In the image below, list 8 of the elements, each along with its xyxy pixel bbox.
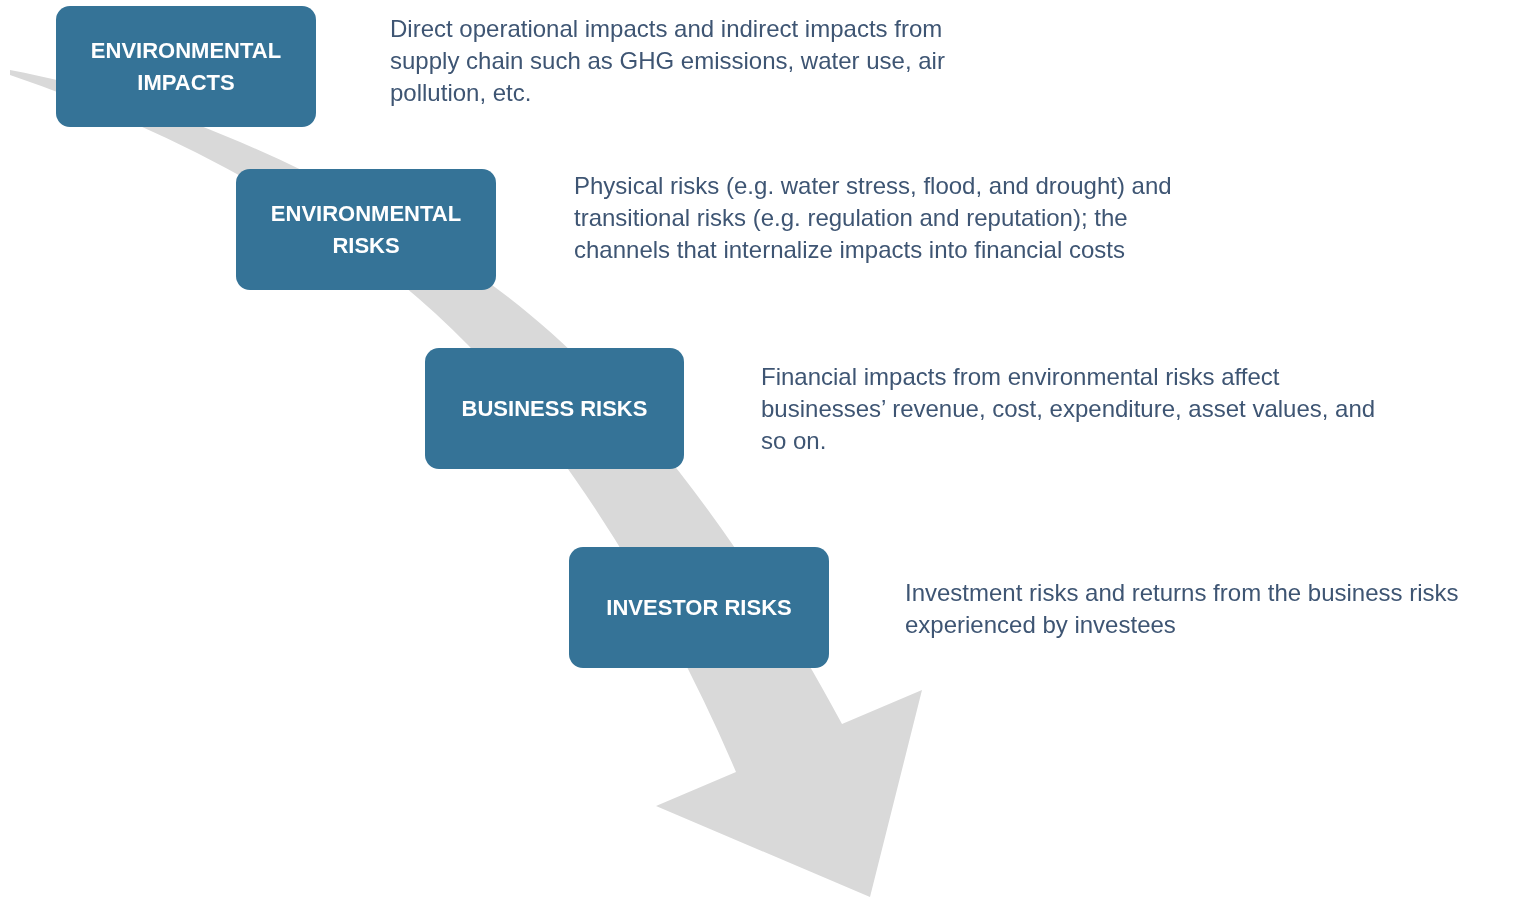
description-text: Physical risks (e.g. water stress, flood, and drought) and transitional risks (e.g. regulation and reputation); the channels that internalize impacts into financial costs	[574, 171, 1173, 265]
process-box: ENVIRONMENTAL RISKS	[236, 169, 496, 290]
description-text: Financial impacts from environmental risks affect businesses’ revenue, cost, expenditure, asset values, and so on.	[761, 362, 1377, 456]
description-text: Investment risks and returns from the business risks experienced by investees	[905, 578, 1460, 640]
process-box: BUSINESS RISKS	[425, 348, 684, 469]
description-text: Direct operational impacts and indirect impacts from supply chain such as GHG emissions, water use, air pollution, etc.	[390, 14, 946, 108]
process-box: INVESTOR RISKS	[569, 547, 829, 668]
process-box: ENVIRONMENTAL IMPACTS	[56, 6, 316, 127]
